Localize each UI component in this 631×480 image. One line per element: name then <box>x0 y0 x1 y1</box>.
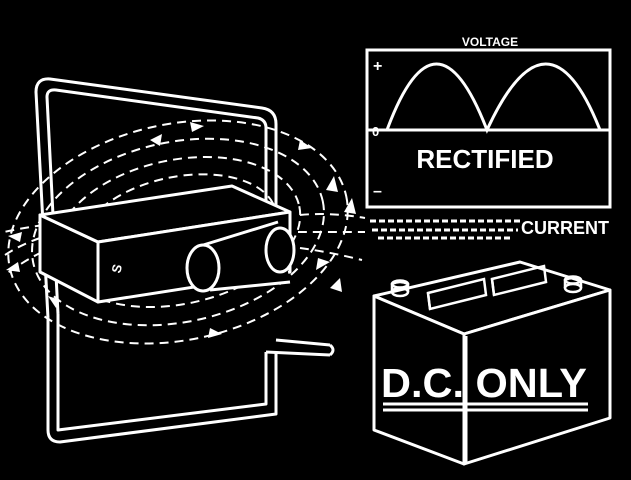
graph-minus-label: – <box>373 183 382 200</box>
rectified-wave <box>385 62 602 134</box>
current-label: CURRENT <box>521 218 609 238</box>
voltage-graph: VOLTAGE + 0 – RECTIFIED <box>365 35 612 209</box>
graph-plus-label: + <box>373 58 382 75</box>
magnet-pole-label: S <box>108 262 125 275</box>
field-arrows <box>6 122 356 338</box>
current-arrow <box>370 219 520 240</box>
graph-zero-label: 0 <box>372 124 379 139</box>
graph-caption: RECTIFIED <box>416 144 553 174</box>
battery-label: D.C. ONLY <box>381 360 587 406</box>
armature-coil <box>34 77 335 444</box>
battery <box>372 260 612 466</box>
battery-terminals <box>390 275 583 298</box>
battery-caps <box>426 264 548 311</box>
armature-shaft <box>185 220 296 293</box>
battery-label-underline <box>383 402 588 412</box>
graph-title: VOLTAGE <box>462 35 518 49</box>
